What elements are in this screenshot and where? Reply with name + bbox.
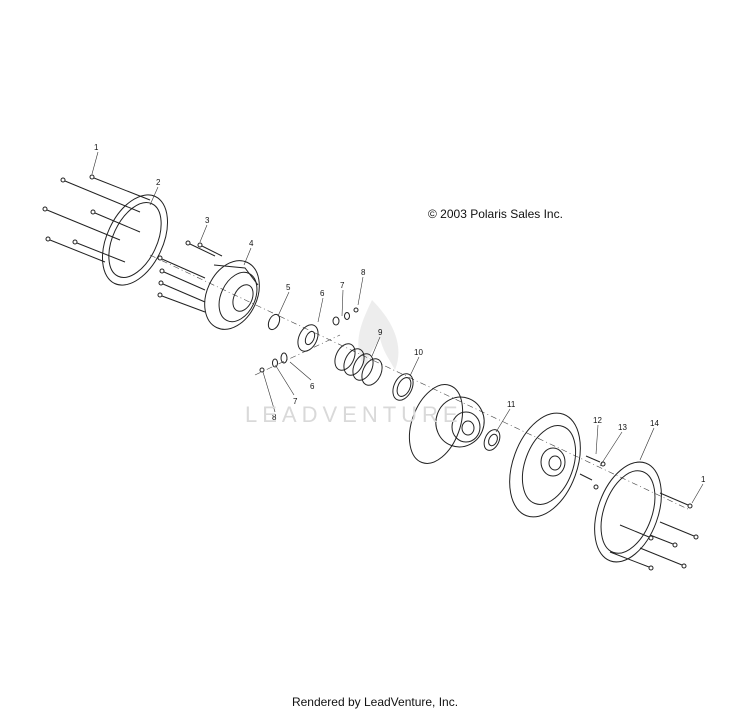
- gasket: [594, 461, 662, 563]
- footer-credit: Rendered by LeadVenture, Inc.: [291, 695, 459, 709]
- callout-4: 4: [249, 239, 254, 248]
- callout-14: 14: [650, 419, 659, 428]
- callout-3: 3: [205, 216, 210, 225]
- bushing-upper: [297, 307, 359, 352]
- callout-7-upper: 7: [340, 281, 345, 290]
- callout-8-upper: 8: [361, 268, 366, 277]
- copyright-text: © 2003 Polaris Sales Inc.: [428, 207, 563, 221]
- bolts: [157, 240, 223, 313]
- spider-housing: [204, 260, 260, 330]
- callout-8-lower: 8: [272, 413, 277, 422]
- movable-sheave: [408, 384, 485, 464]
- callout-9: 9: [378, 328, 383, 337]
- callout-6-upper: 6: [320, 289, 325, 298]
- watermark-text: LEADVENTURE: [245, 402, 463, 427]
- callout-1-left: 1: [94, 143, 99, 152]
- fixed-sheave: [509, 412, 581, 518]
- ring-10: [392, 373, 414, 401]
- cover-plate: [102, 194, 168, 286]
- callout-2: 2: [156, 178, 161, 187]
- callout-12: 12: [593, 416, 602, 425]
- callout-6-lower: 6: [310, 382, 315, 391]
- callout-5: 5: [286, 283, 291, 292]
- axis-lines: [149, 254, 691, 511]
- callout-13: 13: [618, 423, 627, 432]
- callout-labels: 1 2 3 4 5 6 7 8 6 7 8 9 10 11 12 13 14 1: [94, 143, 706, 484]
- bushing-lower: [259, 352, 288, 373]
- callout-7-lower: 7: [293, 397, 298, 406]
- spring: [334, 343, 383, 386]
- screws-left: [42, 174, 151, 263]
- leader-lines: [91, 151, 704, 504]
- callout-1-right: 1: [701, 475, 706, 484]
- callout-10: 10: [414, 348, 423, 357]
- washer-5: [267, 313, 281, 331]
- screws-right: [609, 492, 699, 571]
- washer-11: [483, 429, 501, 451]
- watermark-logo: [358, 300, 399, 370]
- pins: [579, 455, 606, 490]
- callout-11: 11: [507, 400, 516, 409]
